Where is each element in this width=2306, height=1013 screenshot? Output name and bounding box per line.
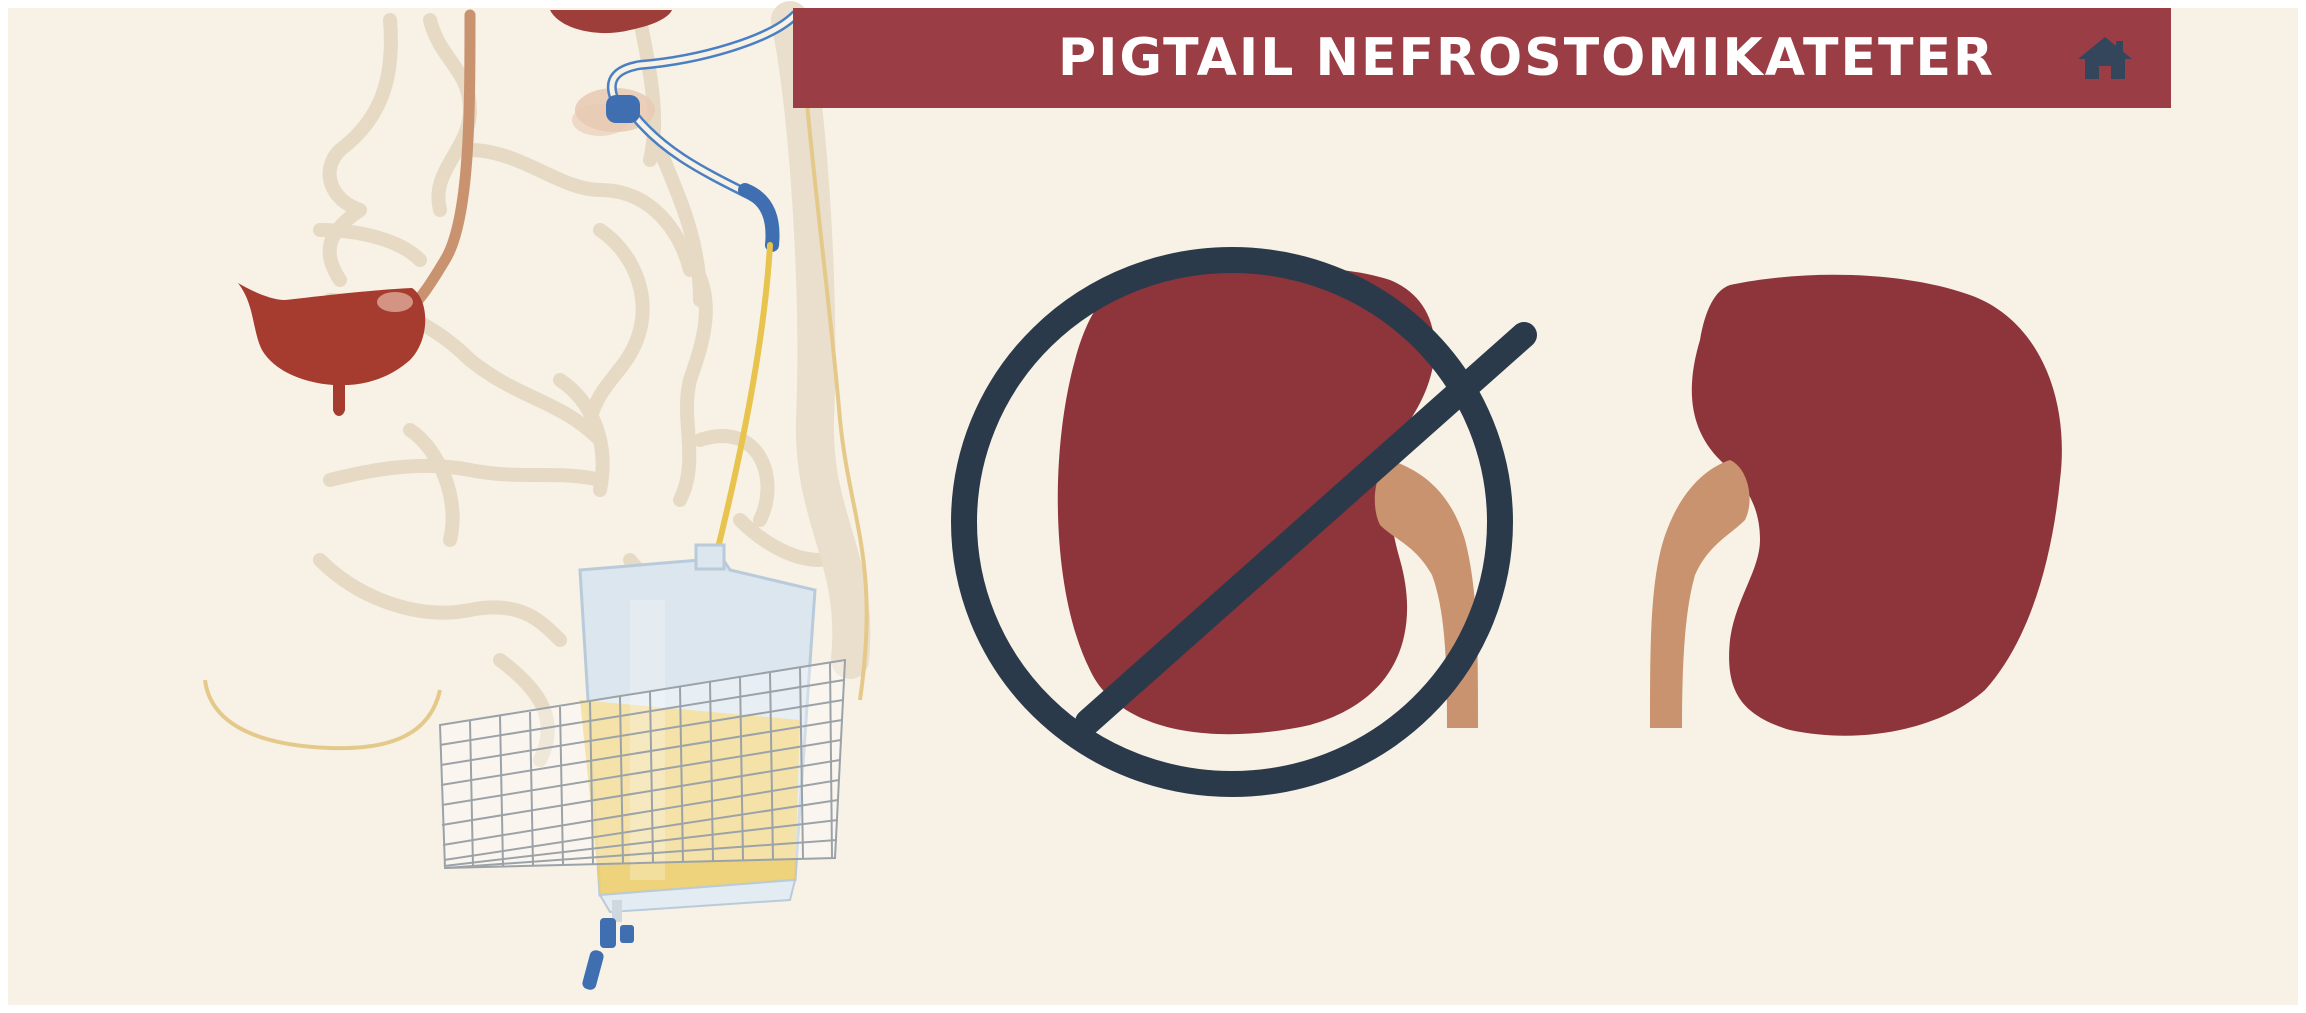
bladder-icon <box>238 283 425 416</box>
body-anatomy-illustration <box>205 10 867 991</box>
home-button[interactable] <box>2073 31 2137 85</box>
kidney-icon <box>1650 275 2062 736</box>
kidney-crossed-out-icon <box>964 260 1524 784</box>
home-icon <box>2074 33 2136 83</box>
page-title: PIGTAIL NEFROSTOMIKATETER <box>1058 28 1995 88</box>
title-banner: PIGTAIL NEFROSTOMIKATETER <box>793 8 2171 108</box>
